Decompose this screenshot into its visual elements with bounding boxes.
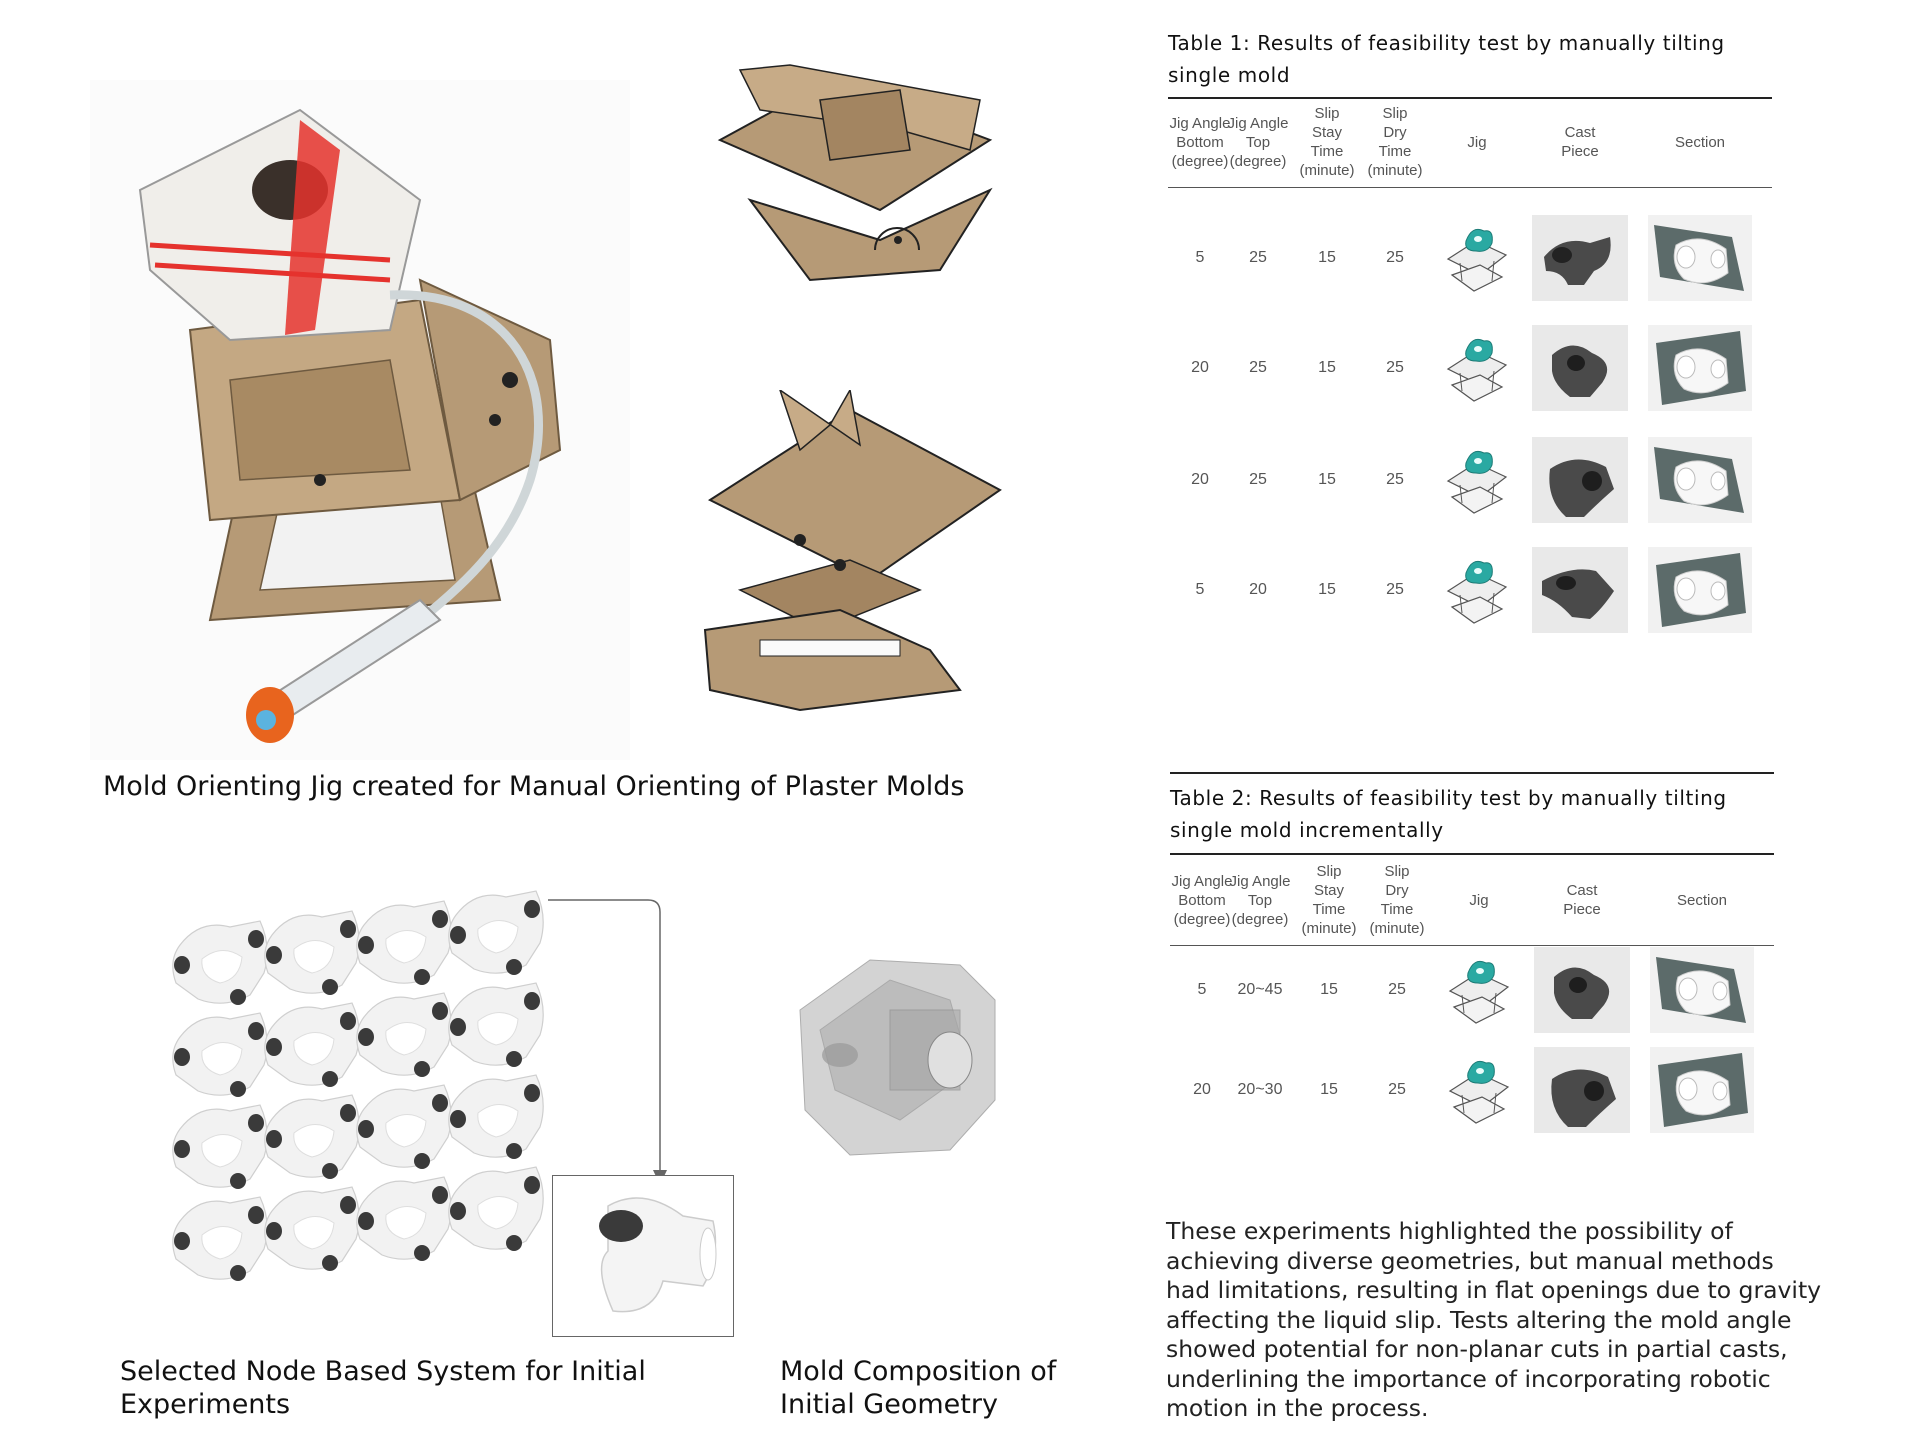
section-thumbnail: [1648, 215, 1752, 301]
jig-photo-main: [90, 80, 630, 760]
table-cell: 5: [1195, 581, 1205, 598]
table-cell: 25: [1386, 359, 1404, 376]
paragraph-line: showed potential for non-planar cuts in …: [1166, 1335, 1788, 1363]
column-header: Section: [1676, 891, 1728, 909]
paragraph-line: achieving diverse geometries, but manual…: [1166, 1246, 1774, 1275]
table-cell: 25: [1388, 1081, 1406, 1098]
table-cell: 15: [1320, 1081, 1338, 1098]
column-header: Jig Angle Bottom (degree): [1169, 114, 1231, 170]
table1-title-line1: Table 1: Results of feasibility test by …: [1168, 31, 1725, 55]
section-thumbnail: [1650, 1047, 1754, 1133]
paragraph-line: These experiments highlighted the possib…: [1166, 1217, 1733, 1245]
jig-thumbnail: [1438, 551, 1516, 629]
table2-rule-top: [1170, 853, 1774, 855]
cast-piece-thumbnail: [1532, 215, 1628, 301]
table-cell: 15: [1318, 581, 1336, 598]
table-cell: 20: [1193, 1081, 1211, 1098]
jig-photo-tilted: [700, 390, 1010, 720]
cast-piece-thumbnail: [1532, 547, 1628, 633]
caption-mold-line1: Mold Composition of: [780, 1356, 1057, 1387]
jig-thumbnail: [1440, 951, 1518, 1029]
table-cell: 20: [1249, 581, 1267, 598]
table1-title: Table 1: Results of feasibility test by …: [1168, 27, 1788, 91]
table-cell: 15: [1318, 249, 1336, 266]
section-thumbnail: [1648, 547, 1752, 633]
table2-title-line1: Table 2: Results of feasibility test by …: [1170, 786, 1727, 810]
column-header: Jig Angle Top (degree): [1227, 114, 1289, 170]
column-header: Jig Angle Top (degree): [1229, 872, 1291, 928]
column-header: Jig: [1469, 891, 1489, 909]
table-cell: 15: [1318, 359, 1336, 376]
section-thumbnail: [1650, 947, 1754, 1033]
column-header: Slip Dry Time (minute): [1367, 105, 1423, 179]
paragraph-line: underlining the importance of incorporat…: [1166, 1364, 1771, 1393]
table-cell: 20: [1191, 471, 1209, 488]
table1-rule-top: [1168, 97, 1772, 99]
caption-jig: Mold Orienting Jig created for Manual Or…: [103, 771, 965, 802]
paragraph-line: had limitations, resulting in flat openi…: [1166, 1276, 1822, 1304]
caption-mold-line2: Initial Geometry: [780, 1389, 998, 1420]
column-header: Slip Stay Time (minute): [1299, 105, 1355, 179]
jig-thumbnail: [1438, 441, 1516, 519]
jig-photo-top: [700, 40, 1010, 310]
table-cell: 25: [1249, 471, 1267, 488]
mold-composition-render: [780, 940, 1020, 1170]
cast-piece-thumbnail: [1532, 437, 1628, 523]
table2-title-line2: single mold incrementally: [1170, 818, 1444, 842]
table2-title: Table 2: Results of feasibility test by …: [1170, 782, 1790, 846]
connector-arrow: [548, 898, 668, 1188]
table-cell: 20~30: [1237, 1081, 1283, 1098]
table-cell: 20~45: [1237, 981, 1283, 998]
table2-rule-header: [1170, 945, 1774, 946]
caption-mold-composition: Mold Composition of Initial Geometry: [780, 1355, 1140, 1421]
column-header: Slip Dry Time (minute): [1369, 863, 1425, 937]
table-cell: 15: [1318, 471, 1336, 488]
table1-rule-header: [1168, 187, 1772, 188]
table-cell: 25: [1249, 359, 1267, 376]
table-cell: 25: [1386, 249, 1404, 266]
paragraph-line: affecting the liquid slip. Tests alterin…: [1166, 1305, 1792, 1334]
paragraph-line: motion in the process.: [1166, 1394, 1429, 1422]
node-detail-box: [552, 1175, 734, 1337]
table-cell: 25: [1386, 471, 1404, 488]
caption-node-line1: Selected Node Based System for Initial: [120, 1356, 646, 1387]
table1-title-line2: single mold: [1168, 63, 1291, 87]
jig-thumbnail: [1440, 1051, 1518, 1129]
column-header: Slip Stay Time (minute): [1301, 863, 1357, 937]
section-thumbnail: [1648, 437, 1752, 523]
column-header: Jig Angle Bottom (degree): [1171, 872, 1233, 928]
table-cell: 25: [1386, 581, 1404, 598]
cast-piece-thumbnail: [1532, 325, 1628, 411]
column-header: Jig: [1467, 133, 1487, 151]
table2-rule-above-title: [1170, 772, 1774, 774]
conclusion-paragraph: These experiments highlighted the possib…: [1166, 1217, 1911, 1424]
table-cell: 25: [1388, 981, 1406, 998]
table-cell: 15: [1320, 981, 1338, 998]
node-system-diagram: [170, 885, 740, 1345]
table-cell: 5: [1197, 981, 1207, 998]
column-header: Section: [1674, 133, 1726, 151]
jig-thumbnail: [1438, 219, 1516, 297]
table-cell: 5: [1195, 249, 1205, 266]
column-header: Cast Piece: [1563, 882, 1601, 918]
cast-piece-thumbnail: [1534, 947, 1630, 1033]
caption-node-system: Selected Node Based System for Initial E…: [120, 1355, 680, 1421]
table-cell: 25: [1249, 249, 1267, 266]
cast-piece-thumbnail: [1534, 1047, 1630, 1133]
caption-node-line2: Experiments: [120, 1389, 291, 1420]
section-thumbnail: [1648, 325, 1752, 411]
column-header: Cast Piece: [1561, 124, 1599, 160]
table-cell: 20: [1191, 359, 1209, 376]
jig-thumbnail: [1438, 329, 1516, 407]
